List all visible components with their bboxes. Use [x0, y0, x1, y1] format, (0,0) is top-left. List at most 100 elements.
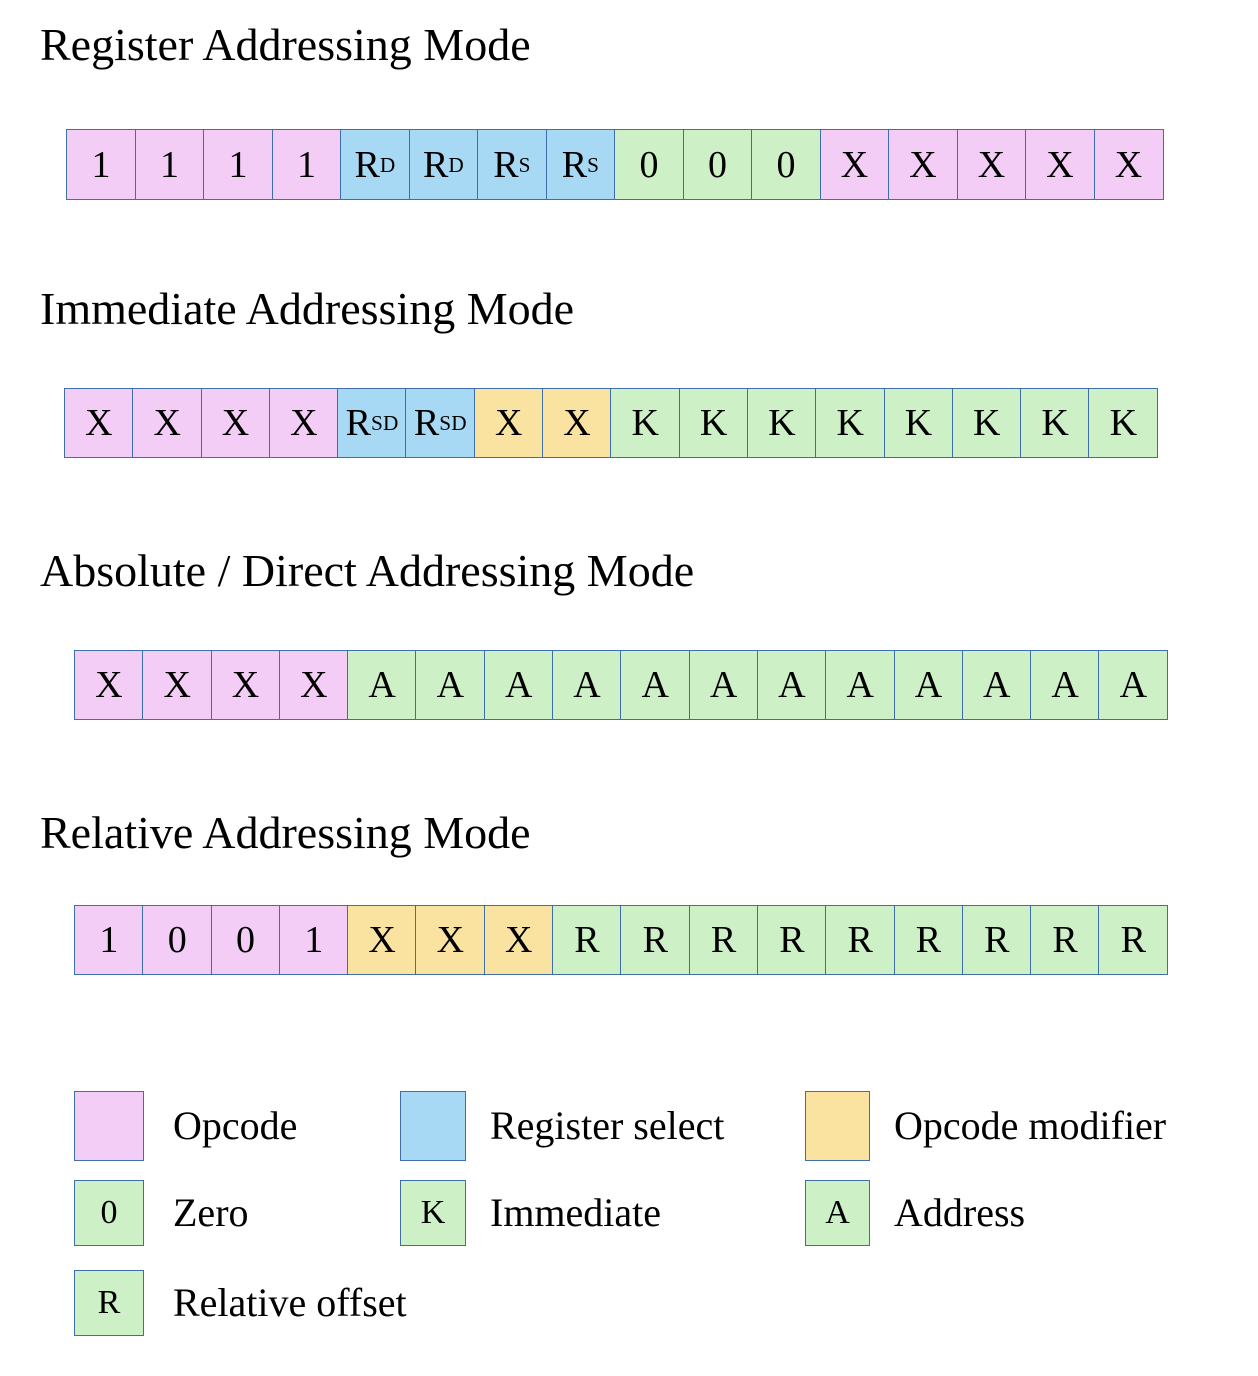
bit-field-cell-label: 1	[160, 143, 179, 186]
bit-field-cell-label: R	[413, 402, 440, 444]
legend-item: Opcode	[74, 1091, 297, 1161]
bit-field-cell: A	[415, 650, 486, 720]
bit-field-cell: R	[825, 905, 896, 975]
bit-field-cell-label: R	[354, 143, 380, 186]
bit-field-cell: X	[483, 905, 554, 975]
legend-swatch: 0	[74, 1180, 144, 1246]
bit-field-cell: X	[415, 905, 486, 975]
bit-field-cell-label: R	[915, 919, 942, 961]
bit-field-cell-label: K	[1109, 402, 1138, 444]
bit-field-cell-label: K	[699, 402, 728, 444]
bit-field-cell-label: X	[231, 664, 260, 706]
bit-field-cell: X	[1093, 129, 1164, 200]
bit-field-cell: A	[1030, 650, 1100, 720]
bit-field-cell-label: A	[914, 664, 943, 706]
bit-field-cell: K	[815, 388, 886, 458]
bit-field-cell: X	[819, 129, 890, 200]
legend-item: K Immediate	[400, 1180, 661, 1246]
bit-field-cell-label: X	[221, 402, 250, 444]
legend-swatch-symbol: R	[97, 1284, 121, 1321]
bit-field-cell-label: K	[904, 402, 933, 444]
legend-label: Opcode modifier	[894, 1103, 1167, 1148]
bit-field-cell: A	[347, 650, 417, 720]
legend-item: Opcode modifier	[805, 1091, 1166, 1161]
legend-label: Zero	[173, 1190, 249, 1235]
bit-field-cell: 1	[74, 905, 144, 975]
legend-swatch: A	[805, 1180, 870, 1246]
bit-field-cell: X	[956, 129, 1027, 200]
bit-field-cell-label: X	[1046, 143, 1074, 186]
bit-field-cell-label: X	[300, 664, 328, 706]
bit-field-cell-label: A	[436, 664, 465, 706]
bit-field-cell-label: X	[290, 402, 318, 444]
bit-field-cell-label: R	[493, 143, 519, 186]
legend-label: Opcode	[173, 1103, 298, 1148]
bit-field-cell: 0	[751, 129, 821, 200]
bit-field-cell-label: K	[973, 402, 1001, 444]
bit-field-cell-label: X	[153, 402, 181, 444]
bit-field-cell-label: R	[423, 143, 449, 186]
legend-swatch-symbol: 0	[100, 1194, 118, 1231]
bit-field-cell: A	[825, 650, 896, 720]
bit-field-cell: K	[746, 388, 817, 458]
bit-field-cell-label: A	[778, 664, 806, 706]
section-title: Register Addressing Mode	[40, 19, 531, 70]
bit-field-cell-label: X	[163, 664, 191, 706]
bit-field-cell-label: R	[574, 919, 600, 961]
bit-field-cell-label: A	[1119, 664, 1148, 706]
bit-field-cell: K	[951, 388, 1022, 458]
bit-field-cell: 0	[210, 905, 281, 975]
bit-field-cell: A	[756, 650, 827, 720]
legend-item: Register select	[400, 1091, 724, 1161]
bit-field-cell-label: K	[768, 402, 796, 444]
bit-field-cell: A	[552, 650, 622, 720]
bit-field-cell: K	[1020, 388, 1090, 458]
bit-field-cell: X	[142, 650, 213, 720]
bit-field-cell-label: X	[1114, 143, 1143, 186]
bit-field-cell-label: 0	[776, 143, 796, 186]
bit-field-cell-label: 1	[99, 919, 119, 961]
bit-field-cell-label: R	[710, 919, 737, 961]
bit-field-cell: X	[347, 905, 417, 975]
bit-field-cell: K	[883, 388, 954, 458]
bit-field-cell: R	[552, 905, 622, 975]
bit-field-cell-label: A	[846, 664, 874, 706]
bit-field-cell-label: R	[1052, 919, 1078, 961]
bit-field-cell-label: X	[504, 919, 533, 961]
bit-field-cell: 1	[66, 129, 136, 200]
legend-label: Immediate	[490, 1190, 662, 1235]
bit-field-cell-label: R	[1120, 919, 1147, 961]
bit-field-cell-label: A	[504, 664, 533, 706]
section-title: Relative Addressing Mode	[40, 807, 531, 858]
legend-item: A Address	[805, 1180, 1025, 1246]
bit-field-cell: 1	[278, 905, 349, 975]
bit-field-cell-label: X	[368, 919, 396, 961]
bit-field-cell-label: X	[494, 402, 523, 444]
bit-field-cell: X	[278, 650, 349, 720]
bit-field-cell-label: 0	[708, 143, 727, 186]
bit-field-cell: A	[483, 650, 554, 720]
bit-field-cell-label: X	[85, 402, 113, 444]
bit-field-cell: X	[888, 129, 958, 200]
bit-field-cell-label: A	[983, 664, 1011, 706]
bit-field-cell-label: R	[345, 402, 371, 444]
bit-field-cell: R	[620, 905, 691, 975]
bit-field-cell: R	[893, 905, 964, 975]
legend-label: Relative offset	[173, 1280, 407, 1325]
bit-field-cell-label: X	[977, 143, 1006, 186]
bit-field-cell: R	[688, 905, 759, 975]
legend-swatch-symbol: K	[420, 1194, 446, 1231]
bit-field-cell-label: 0	[639, 143, 659, 186]
bit-field-cell: X	[200, 388, 271, 458]
bit-field-cell-label: 1	[91, 143, 111, 186]
bit-field-cell: X	[473, 388, 544, 458]
bit-field-cell: R	[961, 905, 1032, 975]
legend-label: Address	[894, 1190, 1026, 1235]
bit-field-cell: 1	[134, 129, 205, 200]
